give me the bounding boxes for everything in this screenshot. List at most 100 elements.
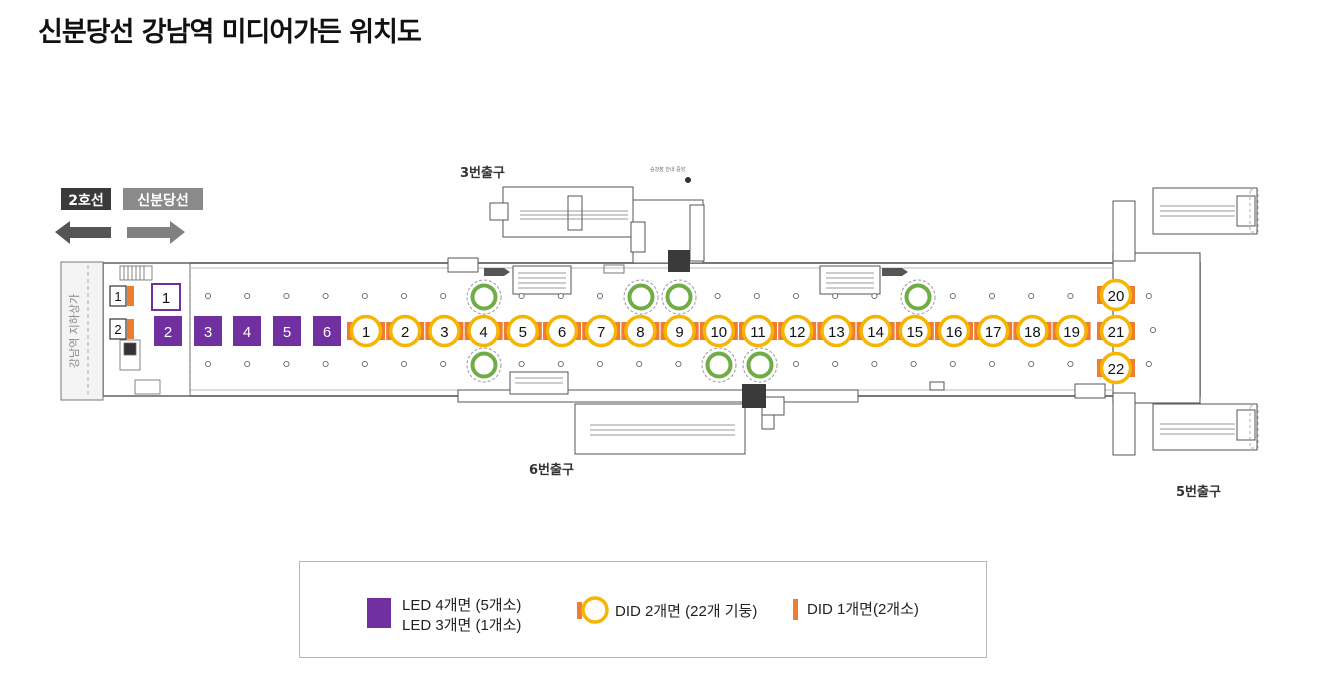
did-pillar-label: 7 — [597, 324, 605, 341]
column-dot — [1149, 326, 1157, 334]
legend-did-1: DID 1개면(2개소) — [807, 601, 919, 618]
did-pillar-label: 8 — [636, 324, 644, 341]
edge-unit-label: 1 — [114, 289, 121, 304]
column-dot — [753, 292, 760, 300]
column-dot — [792, 360, 800, 368]
exit-3-label: 3번출구 — [460, 165, 505, 181]
led-unit-label: 5 — [283, 324, 291, 341]
did-pillar-label: 10 — [710, 324, 727, 341]
green-marker — [705, 351, 733, 379]
column-dot — [949, 292, 956, 300]
column-dot — [557, 360, 564, 368]
did-pillar-label: 14 — [867, 324, 884, 341]
column-dot — [871, 292, 878, 300]
did-pillar-label: 2 — [401, 324, 409, 341]
did-pillar — [349, 314, 383, 348]
did-pillar-label: 9 — [675, 324, 683, 341]
shinbundang-label: 신분당선 — [137, 192, 189, 209]
did-pillar — [820, 314, 853, 348]
legend-box: LED 4개면 (5개소) LED 3개면 (1개소) DID 2개면 (22개… — [299, 561, 987, 658]
legend-did-2: DID 2개면 (22개 기둥) — [615, 603, 758, 620]
led-unit — [313, 316, 341, 346]
column-dot — [361, 360, 368, 368]
left-stairs — [119, 263, 191, 396]
did-pillar-label: 16 — [946, 324, 963, 341]
did-pillar-label: 17 — [985, 324, 1002, 341]
column-dot — [596, 292, 604, 300]
page-title: 신분당선 강남역 미디어가든 위치도 — [38, 17, 422, 48]
did-pillar-label: 11 — [750, 324, 766, 341]
did-pillar — [898, 314, 932, 348]
did-pillar-label: 6 — [558, 324, 566, 341]
column-dot — [557, 292, 564, 300]
green-marker — [665, 283, 693, 311]
did-pillar — [1099, 314, 1133, 348]
column-dot — [440, 292, 447, 300]
arrow-left-icon — [55, 221, 111, 244]
column-dot — [1028, 360, 1035, 368]
did-pillar — [976, 314, 1010, 348]
column-dot — [204, 360, 212, 368]
led-unit-label: 1 — [162, 290, 170, 307]
did-pillar — [545, 314, 579, 348]
exit-6-label: 6번출구 — [529, 462, 574, 478]
led-unit-outline — [151, 283, 181, 311]
column-dot — [283, 360, 290, 368]
column-dot — [361, 292, 368, 300]
did-pillar-label: 4 — [479, 324, 487, 341]
legend-led-4: LED 4개면 (5개소) — [402, 597, 522, 614]
did-pillar — [741, 314, 775, 348]
did-pillar — [1099, 278, 1133, 312]
led-unit — [154, 316, 182, 346]
did-pillar-label: 3 — [440, 324, 448, 341]
edge-unit-box — [109, 285, 127, 307]
column-dot — [988, 292, 996, 300]
did-pillar — [467, 314, 500, 348]
small-note: 승강장 안내 중앙 — [650, 166, 686, 173]
led-unit-label: 3 — [204, 324, 212, 341]
column-dot — [832, 360, 839, 368]
green-marker-outline — [661, 279, 697, 315]
underground-mall — [60, 261, 104, 401]
column-dot — [1067, 360, 1074, 368]
shinbundang-badge — [123, 188, 203, 210]
arrow-right-icon — [127, 221, 185, 244]
did-pillar — [702, 314, 736, 348]
green-marker-outline — [623, 279, 659, 315]
green-marker — [627, 283, 655, 311]
did-pillar — [428, 314, 461, 348]
column-dot — [988, 360, 996, 368]
mall-label: 강남역 지하상가 — [67, 294, 81, 368]
column-dot — [322, 292, 329, 300]
green-marker — [746, 351, 774, 379]
column-dot — [792, 292, 800, 300]
column-dot — [244, 292, 251, 300]
column-dot — [714, 292, 721, 300]
did-pillar — [1055, 314, 1088, 348]
column-dot — [400, 360, 408, 368]
did-pillar — [624, 314, 657, 348]
green-markers — [466, 279, 936, 383]
led-unit-label: 2 — [164, 324, 172, 341]
column-dot — [675, 360, 682, 368]
green-marker-outline — [742, 347, 778, 383]
column-dot — [400, 292, 408, 300]
green-marker-outline — [466, 279, 502, 315]
elevator-bottom — [742, 384, 766, 408]
led-unit — [273, 316, 301, 346]
line2-badge — [61, 188, 111, 210]
green-marker — [904, 283, 932, 311]
green-marker — [470, 351, 498, 379]
column-dot — [322, 360, 329, 368]
green-marker-outline — [701, 347, 737, 383]
column-dot — [244, 360, 251, 368]
column-dot — [1145, 360, 1152, 368]
did-pillar — [388, 314, 422, 348]
column-dot — [518, 360, 525, 368]
column-dot — [283, 292, 290, 300]
did-pillar-label: 22 — [1108, 361, 1125, 378]
edge-unit-box — [109, 318, 127, 340]
led-unit-label: 4 — [243, 324, 251, 341]
did-pillar — [859, 314, 892, 348]
